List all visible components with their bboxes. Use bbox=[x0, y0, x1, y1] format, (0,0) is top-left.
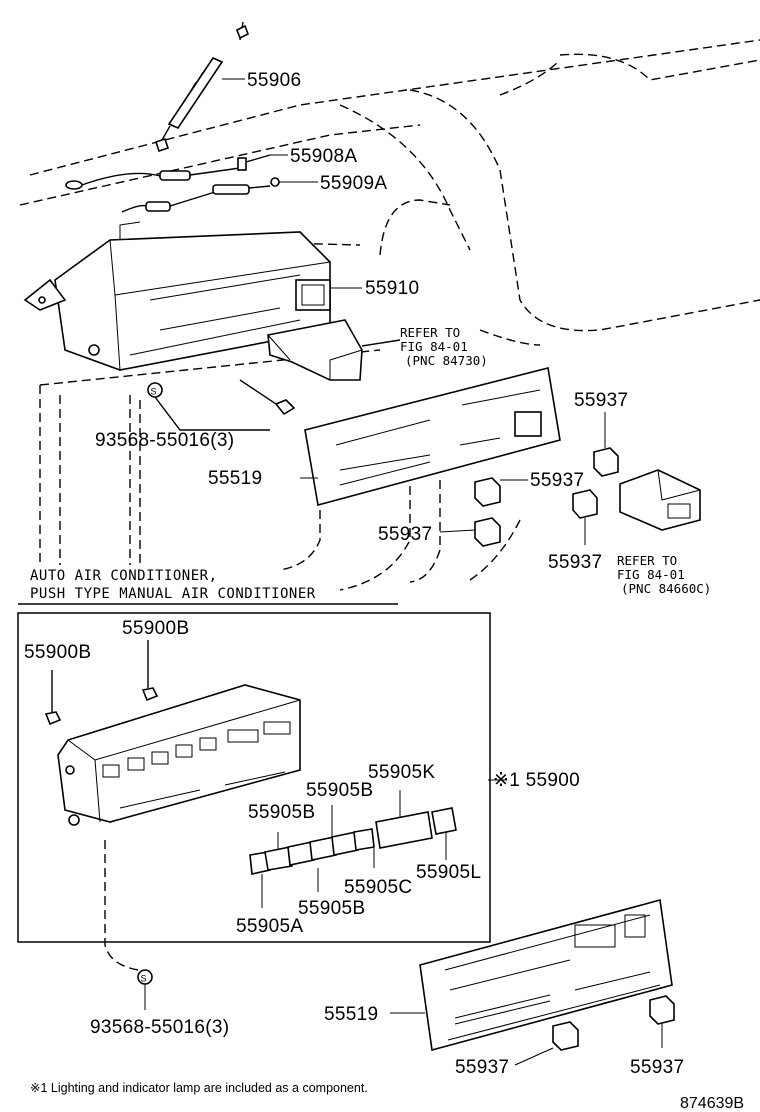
label-55937-b: 55937 bbox=[530, 470, 584, 491]
label-55900b-left: 55900B bbox=[24, 642, 91, 663]
label-55905b-c: 55905B bbox=[298, 898, 365, 919]
ref1-line2: FIG 84-01 bbox=[400, 339, 468, 354]
knob-55937-a bbox=[593, 447, 619, 477]
label-55900b-right: 55900B bbox=[122, 618, 189, 639]
label-55900: ※1 55900 bbox=[493, 770, 580, 791]
label-55937-e: 55937 bbox=[455, 1057, 509, 1078]
label-55908a: 55908A bbox=[290, 146, 357, 167]
caption-line2: PUSH TYPE MANUAL AIR CONDITIONER bbox=[30, 586, 316, 602]
part-55908a-cable bbox=[65, 154, 271, 190]
diagram-code: 874639B bbox=[680, 1095, 744, 1112]
leader-55937-e bbox=[514, 1047, 554, 1066]
knob-55937-f bbox=[649, 995, 675, 1025]
part-55900-control-unit bbox=[57, 684, 301, 826]
label-55909a: 55909A bbox=[320, 173, 387, 194]
label-55905l: 55905L bbox=[416, 862, 481, 883]
label-55905c: 55905C bbox=[344, 877, 412, 898]
ref1-line3: (PNC 84730) bbox=[405, 353, 488, 368]
label-55906: 55906 bbox=[247, 70, 301, 91]
group-box bbox=[17, 612, 491, 943]
label-93568-bottom: 93568-55016(3) bbox=[90, 1017, 229, 1038]
part-55905-buttons bbox=[249, 790, 457, 908]
ref1-line1: REFER TO bbox=[400, 325, 460, 340]
label-55905k: 55905K bbox=[368, 762, 435, 783]
part-55519-panel-bottom bbox=[419, 898, 673, 1052]
part-switch-84660c bbox=[619, 469, 701, 531]
label-55905b-a: 55905B bbox=[306, 780, 373, 801]
leader-lines-top bbox=[222, 78, 606, 545]
ref2-line1: REFER TO bbox=[617, 553, 677, 568]
ref2-line3: (PNC 84660C) bbox=[621, 581, 711, 596]
bolt-bottom-s: S bbox=[141, 974, 147, 984]
svg-text:S: S bbox=[151, 387, 157, 397]
part-55519-panel-top bbox=[304, 367, 561, 506]
screw-55900b-right bbox=[141, 640, 159, 702]
label-55519-top: 55519 bbox=[208, 468, 262, 489]
label-55937-a: 55937 bbox=[574, 390, 628, 411]
knob-55937-b bbox=[474, 477, 501, 507]
part-connector-module bbox=[267, 319, 401, 381]
part-55906-hose bbox=[154, 21, 250, 153]
footnote: ※1 Lighting and indicator lamp are inclu… bbox=[30, 1081, 368, 1095]
part-55909a-cable bbox=[121, 177, 280, 213]
label-55905a: 55905A bbox=[236, 916, 303, 937]
part-55910-control-unit bbox=[23, 221, 331, 371]
dash-to-bolt bbox=[104, 840, 139, 971]
caption-line1: AUTO AIR CONDITIONER, bbox=[30, 568, 218, 584]
knob-55937-d bbox=[572, 489, 598, 519]
label-55937-f: 55937 bbox=[630, 1057, 684, 1078]
label-55519-bottom: 55519 bbox=[324, 1004, 378, 1025]
label-55910: 55910 bbox=[365, 278, 419, 299]
label-93568-top: 93568-55016(3) bbox=[95, 430, 234, 451]
label-55937-c: 55937 bbox=[378, 524, 432, 545]
label-55905b-b: 55905B bbox=[248, 802, 315, 823]
label-55937-d: 55937 bbox=[548, 552, 602, 573]
bolt-top: S bbox=[147, 379, 296, 431]
ref2-line2: FIG 84-01 bbox=[617, 567, 685, 582]
screw-55900b-left bbox=[44, 670, 62, 726]
knob-55937-e bbox=[552, 1021, 579, 1051]
knob-55937-c bbox=[474, 517, 501, 547]
